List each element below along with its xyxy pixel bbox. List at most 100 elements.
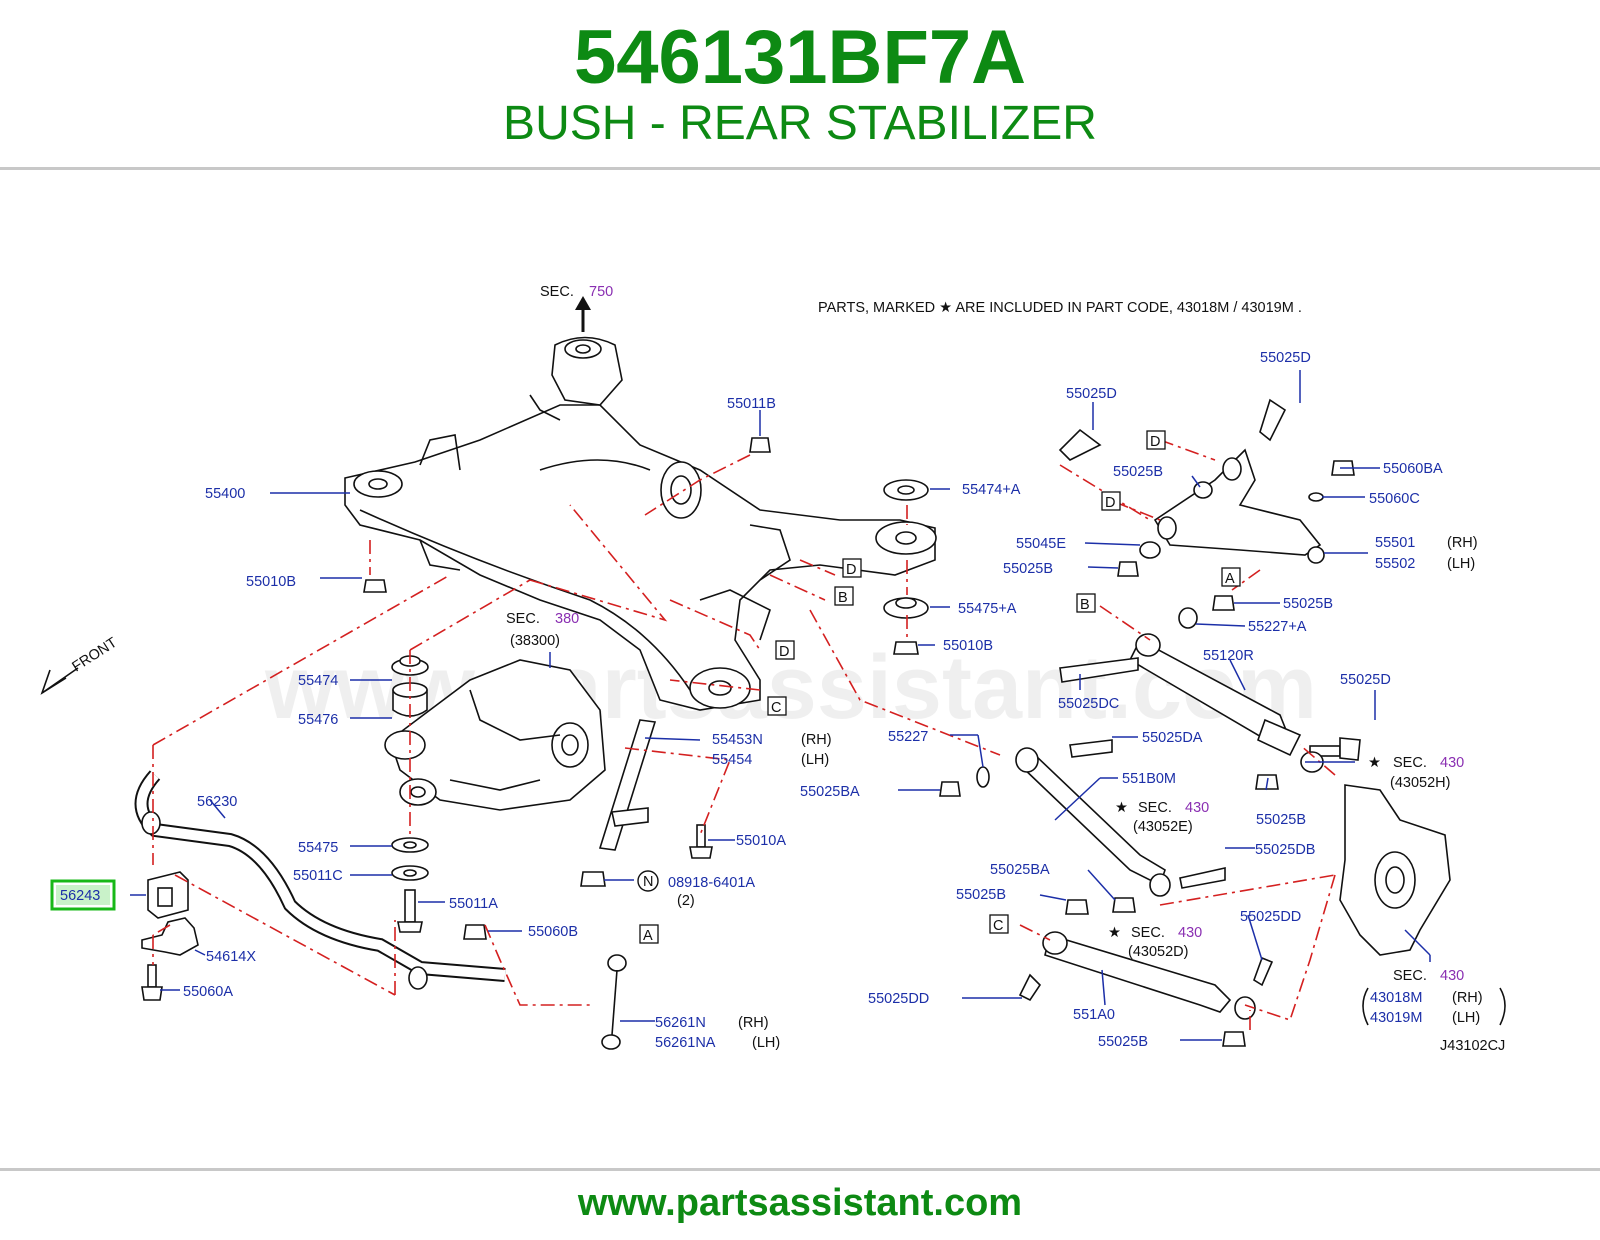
bracket-left <box>1362 987 1369 1026</box>
label-55025D-c[interactable]: 55025D <box>1340 672 1391 688</box>
label-55476[interactable]: 55476 <box>298 712 338 728</box>
figure-code: J43102CJ <box>1440 1038 1505 1054</box>
label-55011A[interactable]: 55011A <box>449 896 498 912</box>
label-56261NA[interactable]: 56261NA <box>655 1035 716 1051</box>
stabilizer-bar-drawing <box>134 770 506 990</box>
label-55227A[interactable]: 55227+A <box>1248 619 1307 635</box>
label-55010B-left[interactable]: 55010B <box>246 574 296 590</box>
footer-url[interactable]: www.partsassistant.com <box>577 1182 1023 1224</box>
callout-c-2: C <box>993 918 1003 934</box>
star-430-e: ★ <box>1115 800 1128 816</box>
side-lh-55502: (LH) <box>1447 556 1475 572</box>
label-55011B[interactable]: 55011B <box>727 396 776 412</box>
label-leaders <box>130 370 1431 1041</box>
label-56261N[interactable]: 56261N <box>655 1015 706 1031</box>
sec-430-knuckle-link[interactable]: 430 <box>1440 968 1464 984</box>
label-56243[interactable]: 56243 <box>60 888 100 904</box>
callout-b-2: B <box>1080 597 1090 613</box>
callout-d-3: D <box>1150 434 1160 450</box>
sec-label-430-d: SEC. <box>1131 925 1165 941</box>
side-rh-55501: (RH) <box>1447 535 1478 551</box>
label-55025DA[interactable]: 55025DA <box>1142 730 1203 746</box>
label-55060B[interactable]: 55060B <box>528 924 578 940</box>
label-55025B-c[interactable]: 55025B <box>1283 596 1333 612</box>
stabilizer-link-drawing <box>601 954 627 1050</box>
label-55025DB[interactable]: 55025DB <box>1255 842 1315 858</box>
sec-380-link[interactable]: 380 <box>555 611 579 627</box>
callout-b-1: B <box>838 590 848 606</box>
side-lh-55454: (LH) <box>801 752 829 768</box>
label-55025BA-a[interactable]: 55025BA <box>800 784 860 800</box>
label-43018M[interactable]: 43018M <box>1370 990 1422 1006</box>
label-55025B-b[interactable]: 55025B <box>1003 561 1053 577</box>
differential-drawing <box>384 659 606 811</box>
label-55475A[interactable]: 55475+A <box>958 601 1017 617</box>
sec-750-link[interactable]: 750 <box>589 284 613 300</box>
callout-d-4: D <box>1105 495 1115 511</box>
label-55025B-f[interactable]: 55025B <box>1098 1034 1148 1050</box>
label-55011C[interactable]: 55011C <box>293 868 343 884</box>
label-56230[interactable]: 56230 <box>197 794 237 810</box>
label-55474A[interactable]: 55474+A <box>962 482 1021 498</box>
label-551B0M[interactable]: 551B0M <box>1122 771 1176 787</box>
label-55025DD-a[interactable]: 55025DD <box>1240 909 1301 925</box>
callout-n-circle <box>637 870 659 892</box>
header-divider <box>0 167 1600 170</box>
label-55120R[interactable]: 55120R <box>1203 648 1254 664</box>
arrow-graphics <box>40 296 591 695</box>
label-55025DC[interactable]: 55025DC <box>1058 696 1119 712</box>
callout-d-1: D <box>846 562 856 578</box>
page-header: 546131BF7A BUSH - REAR STABILIZER <box>0 0 1600 168</box>
label-55475[interactable]: 55475 <box>298 840 338 856</box>
label-55045E[interactable]: 55045E <box>1016 536 1066 552</box>
sec-label-430-h: SEC. <box>1393 755 1427 771</box>
label-55025B-a[interactable]: 55025B <box>1113 464 1163 480</box>
bracket-drawing <box>580 719 713 887</box>
label-55025D-a[interactable]: 55025D <box>1066 386 1117 402</box>
label-55025B-d[interactable]: 55025B <box>1256 812 1306 828</box>
bracket-right <box>1499 987 1506 1026</box>
label-55400[interactable]: 55400 <box>205 486 245 502</box>
side-rh-43018M: (RH) <box>1452 990 1483 1006</box>
label-55454[interactable]: 55454 <box>712 752 752 768</box>
highlight-box-56243 <box>50 879 116 911</box>
highlight-fill-56243 <box>56 885 110 905</box>
arm-551B0M-drawing <box>939 739 1226 913</box>
crossmember-drawing <box>344 336 937 711</box>
label-55060A[interactable]: 55060A <box>183 984 233 1000</box>
label-55025B-e[interactable]: 55025B <box>956 887 1006 903</box>
label-55453N[interactable]: 55453N <box>712 732 763 748</box>
upper-link-drawing <box>1058 398 1355 577</box>
label-55010B-right[interactable]: 55010B <box>943 638 993 654</box>
callout-n-letter: N <box>643 874 653 890</box>
callout-a-1: A <box>643 928 653 944</box>
sec-430-h-code: (43052H) <box>1390 775 1450 791</box>
label-55501[interactable]: 55501 <box>1375 535 1415 551</box>
label-55025DD-b[interactable]: 55025DD <box>868 991 929 1007</box>
side-rh-55453N: (RH) <box>801 732 832 748</box>
label-55010A[interactable]: 55010A <box>736 833 786 849</box>
footer-divider <box>0 1168 1600 1171</box>
label-55474[interactable]: 55474 <box>298 673 338 689</box>
label-55502[interactable]: 55502 <box>1375 556 1415 572</box>
label-551A0[interactable]: 551A0 <box>1073 1007 1115 1023</box>
sec-label-430-knuckle: SEC. <box>1393 968 1427 984</box>
label-55025D-b[interactable]: 55025D <box>1260 350 1311 366</box>
label-55060C[interactable]: 55060C <box>1369 491 1420 507</box>
sec-430-e-link[interactable]: 430 <box>1185 800 1209 816</box>
qty-08918-6401A: (2) <box>677 893 695 909</box>
bush-56243-drawing <box>141 871 487 1001</box>
side-rh-56261N: (RH) <box>738 1015 769 1031</box>
label-43019M[interactable]: 43019M <box>1370 1010 1422 1026</box>
reference-lines <box>152 439 1336 1030</box>
sec-430-h-link[interactable]: 430 <box>1440 755 1464 771</box>
sec-430-e-code: (43052E) <box>1133 819 1193 835</box>
label-55227[interactable]: 55227 <box>888 729 928 745</box>
label-55025BA-b[interactable]: 55025BA <box>990 862 1050 878</box>
front-label: FRONT <box>69 635 120 676</box>
label-08918-6401A[interactable]: 08918-6401A <box>668 875 755 891</box>
sec-430-d-link[interactable]: 430 <box>1178 925 1202 941</box>
label-54614X[interactable]: 54614X <box>206 949 256 965</box>
label-55060BA[interactable]: 55060BA <box>1383 461 1443 477</box>
